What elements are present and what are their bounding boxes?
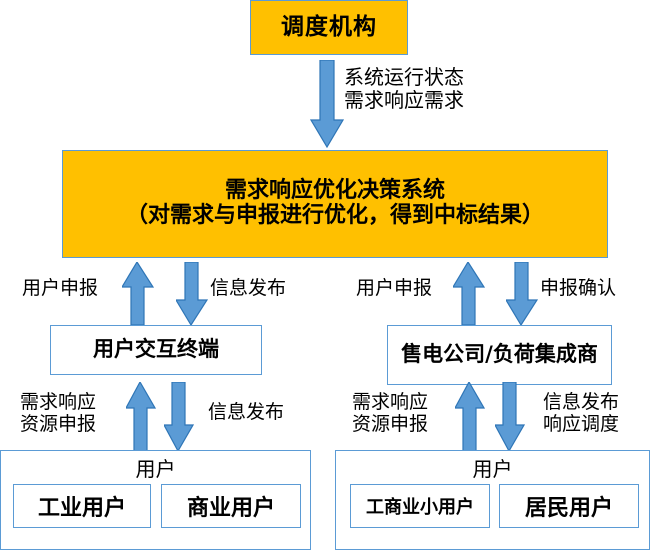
group-users-left[interactable]: 用户 工业用户 商业用户: [0, 450, 311, 550]
node-demand-response-decision-system[interactable]: 需求响应优化决策系统 （对需求与申报进行优化，得到中标结果）: [62, 150, 608, 258]
flow-label-info-release-dispatch: 信息发布 响应调度: [543, 391, 620, 435]
flow-label-user-declaration-left: 用户申报: [22, 277, 99, 299]
node-commercial-user-label: 商业用户: [186, 496, 275, 521]
node-dispatch-organization-label: 调度机构: [281, 13, 377, 40]
flow-label-resource-declaration-right: 需求响应 资源申报: [352, 391, 429, 435]
node-dispatch-organization[interactable]: 调度机构: [250, 0, 408, 55]
group-users-right[interactable]: 用户 工商业小用户 居民用户: [335, 450, 650, 550]
flow-label-info-release-left: 信息发布: [210, 277, 287, 299]
node-decision-text-wrap: 需求响应优化决策系统 （对需求与申报进行优化，得到中标结果）: [126, 179, 544, 228]
group-users-left-title: 用户: [135, 457, 176, 481]
flow-label-declaration-confirm: 申报确认: [540, 277, 617, 299]
node-industrial-user[interactable]: 工业用户: [13, 484, 151, 528]
arrow-resource-declaration-up-right: [455, 382, 485, 452]
node-small-commercial-industrial-user-label: 工商业小用户: [366, 497, 474, 518]
node-industrial-user-label: 工业用户: [37, 496, 126, 521]
flow-label-resource-declaration-left: 需求响应 资源申报: [20, 391, 97, 435]
arrow-user-declaration-up-left: [122, 262, 154, 326]
arrow-dispatch-to-decision: [310, 60, 344, 148]
flow-label-info-release-left-lower: 信息发布: [208, 401, 285, 423]
node-user-interaction-terminal-label: 用户交互终端: [93, 337, 219, 362]
node-small-commercial-industrial-user[interactable]: 工商业小用户: [350, 484, 490, 528]
arrow-resource-declaration-up-left: [126, 382, 156, 452]
flow-label-system-status: 系统运行状态 需求响应需求: [344, 65, 464, 112]
node-retailer-load-aggregator-label: 售电公司/负荷集成商: [401, 342, 598, 367]
group-users-right-title: 用户: [472, 457, 513, 481]
node-residential-user[interactable]: 居民用户: [499, 484, 639, 528]
node-decision-line2: （对需求与申报进行优化，得到中标结果）: [125, 203, 544, 228]
node-user-interaction-terminal[interactable]: 用户交互终端: [50, 325, 262, 375]
node-residential-user-label: 居民用户: [524, 496, 613, 521]
arrow-info-release-dispatch-down-right: [495, 382, 525, 452]
arrow-declaration-confirm-down-right: [506, 262, 538, 326]
arrow-info-release-down-left: [176, 262, 208, 326]
arrow-user-declaration-up-right: [453, 262, 485, 326]
node-commercial-user[interactable]: 商业用户: [161, 484, 301, 528]
node-decision-line1: 需求响应优化决策系统: [224, 178, 445, 204]
node-retailer-load-aggregator[interactable]: 售电公司/负荷集成商: [387, 325, 612, 385]
arrow-info-release-down-left-lower: [164, 382, 194, 452]
flow-label-user-declaration-right: 用户申报: [356, 277, 433, 299]
